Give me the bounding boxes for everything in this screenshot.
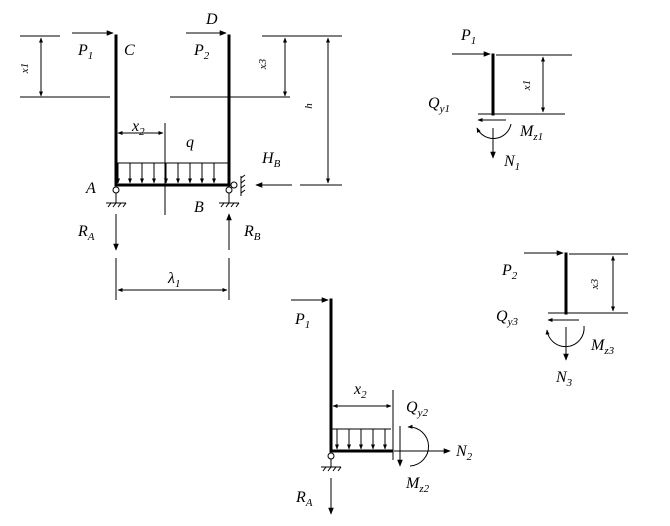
x3-label: x3 — [257, 58, 269, 70]
distributed-load-q — [116, 162, 229, 184]
section-1-free-body: P1 x1 Qy1 Mz1 N1 — [428, 27, 572, 173]
section-1-moment-arrow — [476, 123, 512, 139]
point-d-label: D — [205, 11, 218, 28]
rb-label: RB — [243, 223, 261, 243]
p1-label: P1 — [77, 42, 93, 62]
x2-label: x2 — [131, 118, 145, 138]
section-3-q-label: Qy3 — [496, 308, 518, 328]
support-b — [219, 174, 246, 208]
section-1-x1-label: x1 — [521, 80, 533, 91]
section-3-m-label: Mz3 — [590, 337, 615, 357]
point-c-label: C — [124, 42, 135, 59]
support-a — [106, 186, 127, 208]
section-1-n-label: N1 — [503, 153, 520, 173]
section-2-ra-label: RA — [295, 489, 313, 509]
section-2-x2-label: x2 — [353, 381, 367, 401]
h-label: h — [303, 103, 315, 109]
section-2-p1-label: P1 — [294, 311, 310, 331]
section-3-moment-arrow — [545, 325, 585, 348]
p2-label: P2 — [193, 42, 210, 62]
ra-label: RA — [77, 223, 95, 243]
x1-label: x1 — [19, 63, 31, 74]
point-a-label: A — [85, 180, 96, 197]
section-1-p1-label: P1 — [460, 27, 476, 47]
section-3-n-label: N3 — [555, 369, 573, 389]
lambda-label: λ1 — [167, 270, 180, 290]
section-2-q-label: Qy2 — [406, 399, 428, 419]
point-b-label: B — [194, 199, 204, 216]
section-2-free-body: P1 x2 Qy2 Mz2 N2 — [291, 297, 473, 515]
section-2-m-label: Mz2 — [405, 475, 430, 495]
section-2-distributed-load — [331, 428, 391, 450]
section-3-p2-label: P2 — [501, 262, 518, 282]
section-2-support-a — [321, 452, 342, 472]
section-3-x3-label: x3 — [589, 278, 601, 290]
section-3-free-body: P2 x3 Qy3 Mz3 N3 — [496, 250, 628, 389]
section-2-moment-arrow — [407, 424, 430, 467]
hb-label: HB — [261, 150, 281, 170]
q-label: q — [186, 134, 194, 151]
section-2-n-label: N2 — [455, 443, 473, 463]
section-1-q-label: Qy1 — [428, 95, 450, 115]
main-frame: x1 x3 h x2 q P1 C D P2 HB — [19, 11, 342, 300]
section-1-m-label: Mz1 — [519, 123, 543, 143]
